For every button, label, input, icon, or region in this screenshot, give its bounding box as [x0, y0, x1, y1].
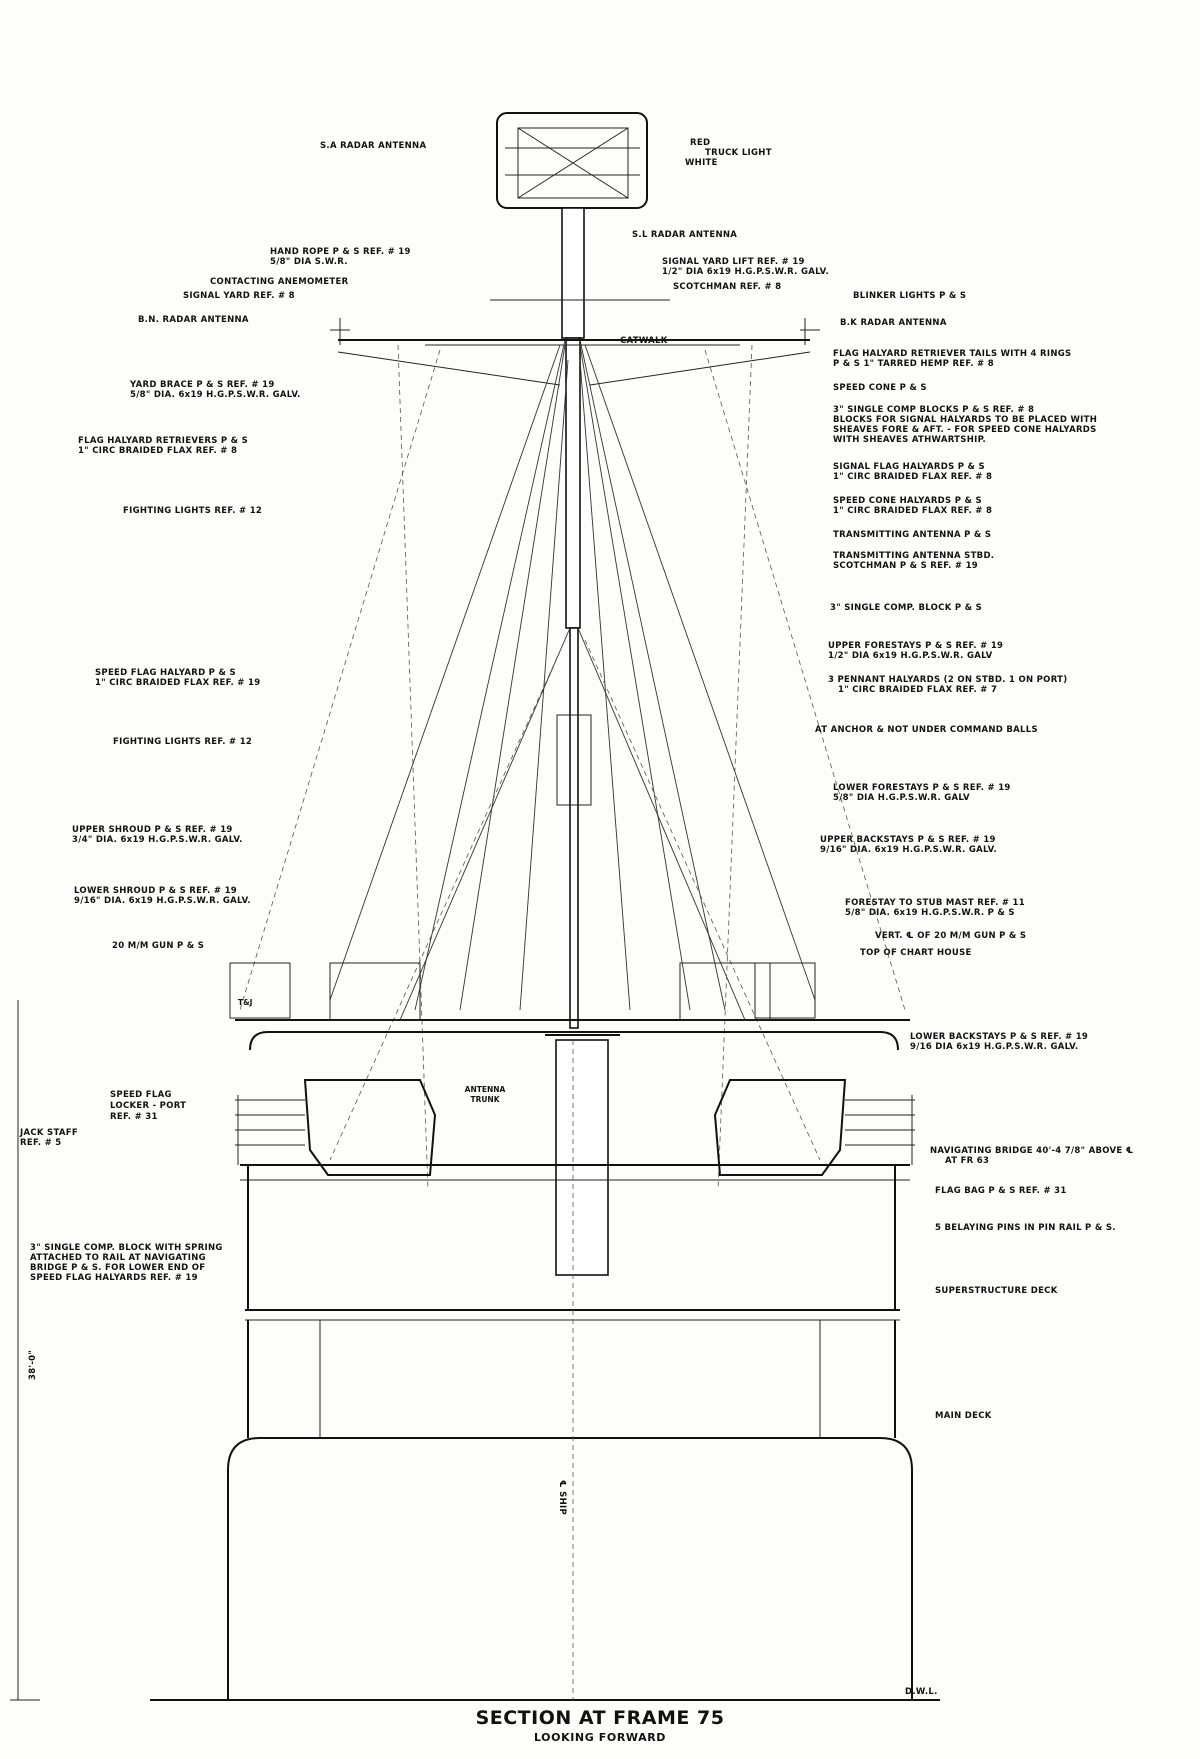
label-right-3: S.L RADAR ANTENNA [632, 230, 737, 240]
label-right-32: UPPER BACKSTAYS P & S REF. # 19 [820, 835, 996, 845]
label-right-44: SUPERSTRUCTURE DECK [935, 1286, 1058, 1296]
label-right-24: 3" SINGLE COMP. BLOCK P & S [830, 603, 982, 613]
label-right-33: 9/16" DIA. 6x19 H.G.P.S.W.R. GALV. [820, 845, 997, 855]
label-left-7: 5/8" DIA. 6x19 H.G.P.S.W.R. GALV. [130, 390, 301, 400]
label-right-16: WITH SHEAVES ATHWARTSHIP. [833, 435, 986, 445]
label-right-41: AT FR 63 [945, 1156, 989, 1166]
label-right-35: 5/8" DIA. 6x19 H.G.P.S.W.R. P & S [845, 908, 1015, 918]
label-right-29: AT ANCHOR & NOT UNDER COMMAND BALLS [815, 725, 1038, 735]
label-right-43: 5 BELAYING PINS IN PIN RAIL P & S. [935, 1223, 1116, 1233]
label-right-13: 3" SINGLE COMP BLOCKS P & S REF. # 8 [833, 405, 1034, 415]
label-left-21: REF. # 31 [110, 1112, 158, 1122]
label-left-27: SPEED FLAG HALYARDS REF. # 19 [30, 1273, 198, 1283]
mast [555, 207, 609, 1276]
label-right-17: SIGNAL FLAG HALYARDS P & S [833, 462, 985, 472]
label-right-10: FLAG HALYARD RETRIEVER TAILS WITH 4 RING… [833, 349, 1071, 359]
chart-house [229, 962, 910, 1051]
label-right-23: SCOTCHMAN P & S REF. # 19 [833, 561, 978, 571]
label-left-3: CONTACTING ANEMOMETER [210, 277, 349, 287]
dimension-label: 38'-0" [28, 1350, 38, 1380]
label-left-24: 3" SINGLE COMP. BLOCK WITH SPRING [30, 1243, 223, 1253]
label-right-15: SHEAVES FORE & AFT. - FOR SPEED CONE HAL… [833, 425, 1097, 435]
label-left-11: SPEED FLAG HALYARD P & S [95, 668, 236, 678]
label-right-34: FORESTAY TO STUB MAST REF. # 11 [845, 898, 1025, 908]
label-right-30: LOWER FORESTAYS P & S REF. # 19 [833, 783, 1011, 793]
label-right-22: TRANSMITTING ANTENNA STBD. [833, 551, 994, 561]
label-right-31: 5/8" DIA H.G.P.S.W.R. GALV [833, 793, 970, 803]
label-left-20: LOCKER - PORT [110, 1101, 186, 1111]
flag-lockers [235, 1079, 915, 1176]
label-left-23: REF. # 5 [20, 1138, 62, 1148]
label-left-15: 3/4" DIA. 6x19 H.G.P.S.W.R. GALV. [72, 835, 243, 845]
signal-yard [330, 299, 820, 386]
label-right-36: VERT. ℄ OF 20 M/M GUN P & S [875, 931, 1026, 941]
label-right-25: UPPER FORESTAYS P & S REF. # 19 [828, 641, 1003, 651]
rigging-lines [239, 339, 906, 1191]
label-left-0: S.A RADAR ANTENNA [320, 141, 426, 151]
label-left-17: 9/16" DIA. 6x19 H.G.P.S.W.R. GALV. [74, 896, 251, 906]
label-left-22: JACK STAFF [19, 1128, 78, 1138]
label-left-12: 1" CIRC BRAIDED FLAX REF. # 19 [95, 678, 260, 688]
label-right-7: BLINKER LIGHTS P & S [853, 291, 966, 301]
height-dimension [10, 1000, 40, 1701]
label-left-10: FIGHTING LIGHTS REF. # 12 [123, 506, 262, 516]
label-left-5: B.N. RADAR ANTENNA [138, 315, 249, 325]
label-left-16: LOWER SHROUD P & S REF. # 19 [74, 886, 237, 896]
centerline-label: ℄ SHIP [557, 1480, 567, 1515]
label-right-5: 1/2" DIA 6x19 H.G.P.S.W.R. GALV. [662, 267, 829, 277]
label-right-38: LOWER BACKSTAYS P & S REF. # 19 [910, 1032, 1088, 1042]
label-right-14: BLOCKS FOR SIGNAL HALYARDS TO BE PLACED … [833, 415, 1097, 425]
label-right-45: MAIN DECK [935, 1411, 992, 1421]
label-left-9: 1" CIRC BRAIDED FLAX REF. # 8 [78, 446, 237, 456]
superstructure-deck [245, 1309, 900, 1438]
label-right-21: TRANSMITTING ANTENNA P & S [833, 530, 991, 540]
label-inner-1: TRUNK [470, 1095, 500, 1104]
label-right-11: P & S 1" TARRED HEMP REF. # 8 [833, 359, 994, 369]
label-left-1: HAND ROPE P & S REF. # 19 [270, 247, 411, 257]
label-inner-2: T&J [238, 998, 253, 1007]
label-right-8: B.K RADAR ANTENNA [840, 318, 947, 328]
label-right-18: 1" CIRC BRAIDED FLAX REF. # 8 [833, 472, 992, 482]
label-right-9: CATWALK [620, 336, 668, 346]
label-right-1: TRUCK LIGHT [705, 148, 772, 158]
label-right-20: 1" CIRC BRAIDED FLAX REF. # 8 [833, 506, 992, 516]
label-right-19: SPEED CONE HALYARDS P & S [833, 496, 982, 506]
label-right-0: RED [690, 138, 710, 148]
label-right-40: NAVIGATING BRIDGE 40'-4 7/8" ABOVE ℄ [930, 1146, 1134, 1156]
label-left-6: YARD BRACE P & S REF. # 19 [129, 380, 275, 390]
label-left-13: FIGHTING LIGHTS REF. # 12 [113, 737, 252, 747]
label-right-12: SPEED CONE P & S [833, 383, 927, 393]
label-right-26: 1/2" DIA 6x19 H.G.P.S.W.R. GALV [828, 651, 993, 661]
label-left-2: 5/8" DIA S.W.R. [270, 257, 348, 267]
hull [150, 1437, 940, 1701]
label-right-27: 3 PENNANT HALYARDS (2 ON STBD. 1 ON PORT… [828, 675, 1067, 685]
label-right-2: WHITE [685, 158, 718, 168]
label-left-4: SIGNAL YARD REF. # 8 [183, 291, 295, 301]
label-inner-0: ANTENNA [465, 1085, 506, 1094]
labels-left: S.A RADAR ANTENNA HAND ROPE P & S REF. # … [19, 141, 426, 1283]
drawing-title: SECTION AT FRAME 75 [476, 1707, 725, 1729]
label-left-14: UPPER SHROUD P & S REF. # 19 [72, 825, 233, 835]
navigating-bridge-deck [240, 1164, 910, 1310]
label-right-39: 9/16 DIA 6x19 H.G.P.S.W.R. GALV. [910, 1042, 1078, 1052]
label-left-8: FLAG HALYARD RETRIEVERS P & S [78, 436, 248, 446]
label-left-25: ATTACHED TO RAIL AT NAVIGATING [30, 1253, 206, 1263]
label-left-26: BRIDGE P & S. FOR LOWER END OF [30, 1263, 205, 1273]
label-right-6: SCOTCHMAN REF. # 8 [673, 282, 781, 292]
label-right-42: FLAG BAG P & S REF. # 31 [935, 1186, 1067, 1196]
label-left-19: SPEED FLAG [110, 1090, 172, 1100]
label-right-4: SIGNAL YARD LIFT REF. # 19 [662, 257, 805, 267]
radar-antenna [496, 112, 648, 209]
drawing-subtitle: LOOKING FORWARD [534, 1731, 666, 1744]
label-left-18: 20 M/M GUN P & S [112, 941, 204, 951]
label-right-46: D.W.L. [905, 1687, 938, 1697]
label-right-37: TOP OF CHART HOUSE [860, 948, 972, 958]
label-right-28: 1" CIRC BRAIDED FLAX REF. # 7 [838, 685, 997, 695]
